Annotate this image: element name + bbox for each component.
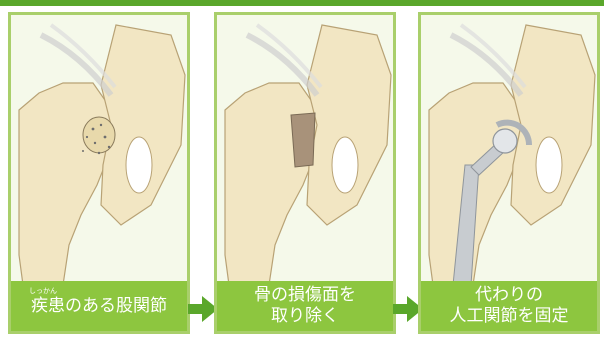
ruby-base: しっかん 疾患	[31, 296, 65, 317]
step-label: 骨の損傷面を 取り除く	[217, 281, 393, 331]
top-accent-bar	[0, 0, 604, 6]
step-label: 代わりの 人工関節を固定	[421, 281, 597, 331]
furigana: しっかん	[29, 287, 57, 295]
step-panel-diseased-hip: しっかん 疾患 のある股関節	[8, 12, 190, 334]
artificial-hip-illustration	[421, 15, 597, 285]
prepared-hip-illustration	[217, 15, 393, 285]
step-panel-artificial-joint: 代わりの 人工関節を固定	[418, 12, 600, 334]
diseased-hip-illustration	[11, 15, 187, 285]
step-label: しっかん 疾患 のある股関節	[11, 281, 187, 331]
step-panel-remove-damage: 骨の損傷面を 取り除く	[214, 12, 396, 334]
